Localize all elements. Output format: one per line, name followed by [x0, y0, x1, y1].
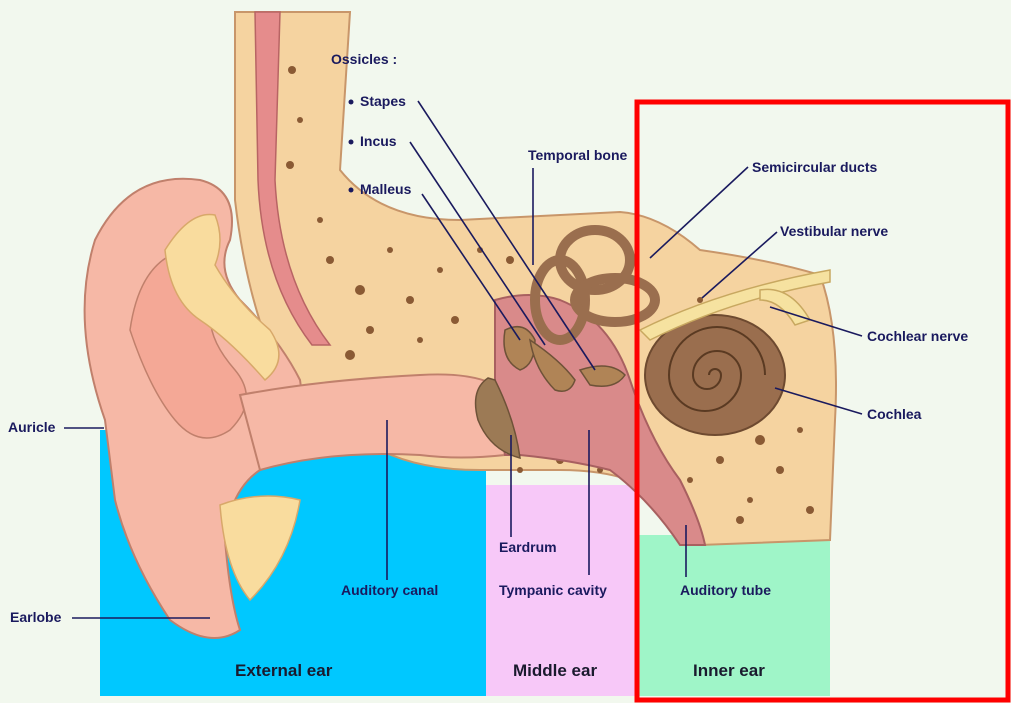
- label-auditory-canal: Auditory canal: [341, 582, 438, 598]
- label-semicircular-ducts: Semicircular ducts: [752, 159, 877, 175]
- bullet-malleus: [349, 188, 354, 193]
- label-earlobe: Earlobe: [10, 609, 62, 625]
- label-stapes: Stapes: [360, 93, 406, 109]
- label-tympanic-cavity: Tympanic cavity: [499, 582, 607, 598]
- label-eardrum: Eardrum: [499, 539, 557, 555]
- label-temporal-bone: Temporal bone: [528, 147, 628, 163]
- label-incus: Incus: [360, 133, 397, 149]
- bullet-stapes: [349, 100, 354, 105]
- region-label-external: External ear: [235, 661, 333, 680]
- region-label-inner: Inner ear: [693, 661, 765, 680]
- label-cochlear-nerve: Cochlear nerve: [867, 328, 968, 344]
- region-label-middle: Middle ear: [513, 661, 597, 680]
- label-auditory-tube: Auditory tube: [680, 582, 771, 598]
- label-malleus: Malleus: [360, 181, 412, 197]
- bullet-incus: [349, 140, 354, 145]
- label-vestibular-nerve: Vestibular nerve: [780, 223, 888, 239]
- label-cochlea: Cochlea: [867, 406, 922, 422]
- label-auricle: Auricle: [8, 419, 56, 435]
- ossicles-heading: Ossicles :: [331, 51, 397, 67]
